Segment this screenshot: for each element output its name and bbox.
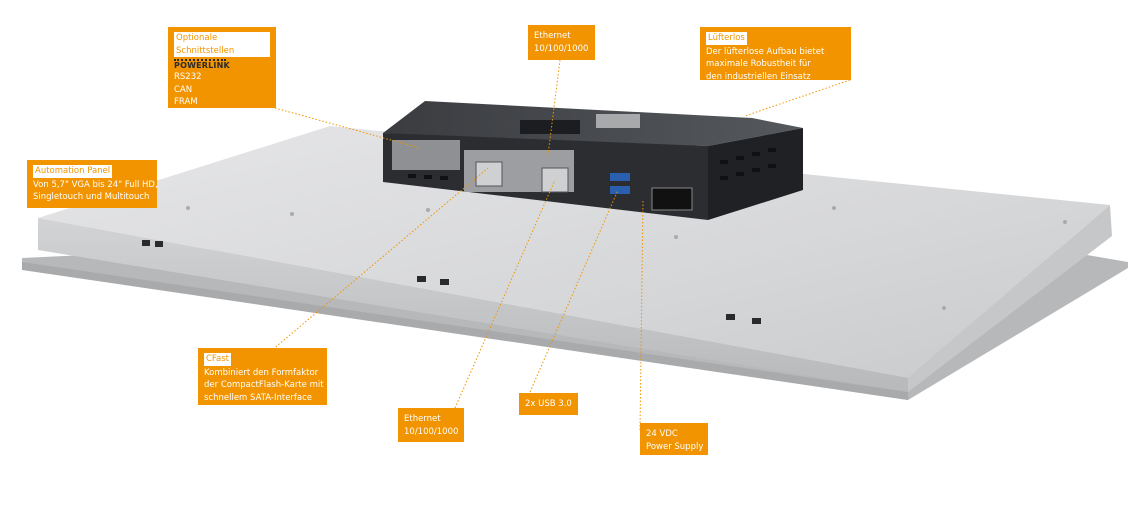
interface-item: FRAM xyxy=(174,97,198,107)
callout-automation-panel: Automation Panel Von 5,7" VGA bis 24" Fu… xyxy=(27,160,158,208)
callout-optional-interfaces: Optionale Schnittstellen POWERLINK RS232… xyxy=(168,27,276,120)
leader-lines xyxy=(264,59,851,431)
powerlink-logo: POWERLINK xyxy=(174,59,230,70)
callout-title: Lüfterlos xyxy=(706,32,747,45)
automation-panel xyxy=(22,126,1128,400)
callout-power-supply: 24 VDC Power Supply xyxy=(640,423,708,455)
callout-cfast: CFast Kombiniert den Formfaktor der Comp… xyxy=(198,348,327,405)
callout-ethernet-top: Ethernet 10/100/1000 xyxy=(528,25,595,60)
callout-fanless: Lüfterlos Der lüfterlose Aufbau bietet m… xyxy=(700,27,851,82)
interface-item: ETH xyxy=(174,109,191,120)
interface-item: RS232 xyxy=(174,72,202,82)
callout-ethernet-bottom: Ethernet 10/100/1000 xyxy=(398,408,464,442)
interface-item: CAN xyxy=(174,84,193,95)
callout-title: Automation Panel xyxy=(33,165,113,178)
pc-unit xyxy=(383,101,803,220)
callout-title: Optionale Schnittstellen xyxy=(174,32,270,57)
callout-title: CFast xyxy=(204,353,232,366)
callout-usb: 2x USB 3.0 xyxy=(519,393,578,415)
